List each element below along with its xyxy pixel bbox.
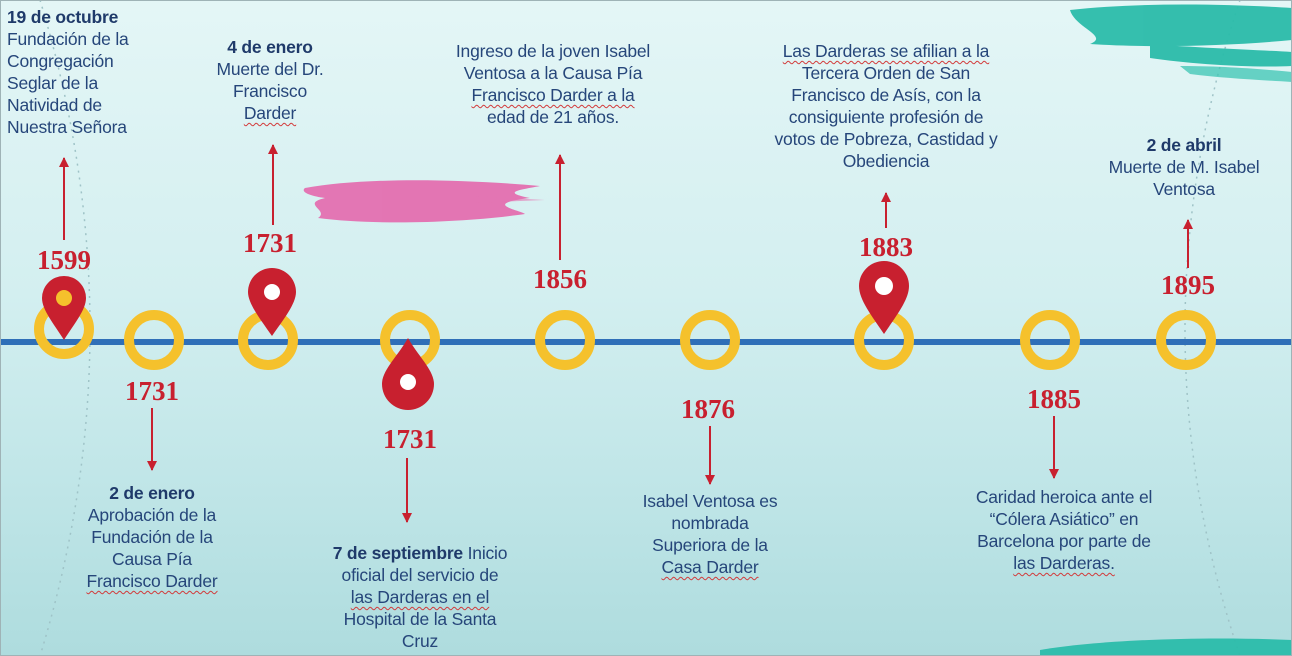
ring-icon	[124, 310, 184, 370]
event-line: nombrada	[671, 513, 749, 533]
pink-brush	[303, 180, 545, 223]
map-pin-icon	[859, 261, 909, 334]
event-description-1856: Ingreso de la joven Isabel Ventosa a la …	[456, 40, 650, 128]
teal-brush-top	[1070, 4, 1292, 82]
event-line-first: 7 de septiembre Inicio	[333, 542, 508, 564]
event-line: votos de Pobreza, Castidad y	[774, 129, 998, 149]
event-date: 19 de octubre	[7, 7, 119, 27]
event-line: Natividad de	[7, 95, 102, 115]
event-line: Fundación de la	[7, 29, 129, 49]
event-date: 2 de abril	[1146, 135, 1222, 155]
event-line: Causa Pía	[112, 549, 192, 569]
event-line: las Darderas.	[1013, 553, 1115, 573]
event-description-1883: Las Darderas se afilian a la Tercera Ord…	[774, 40, 997, 172]
event-line: Seglar de la	[7, 73, 98, 93]
year-label: 1895	[1161, 270, 1215, 300]
event-description-1731-sep7: 7 de septiembre Inicio oficial del servi…	[333, 542, 508, 652]
event-line: Ventosa	[1153, 179, 1215, 199]
event-line: Obediencia	[842, 151, 930, 171]
ring-icon	[1156, 310, 1216, 370]
map-pin-icon	[382, 338, 434, 410]
event-line: Fundación de la	[91, 527, 213, 547]
event-line: Francisco de Asís, con la	[791, 85, 981, 105]
year-label: 1731	[125, 376, 179, 406]
year-label: 1731	[383, 424, 437, 454]
event-date: 4 de enero	[227, 37, 313, 57]
event-description-1731-jan2: 2 de enero Aprobación de la Fundación de…	[86, 482, 217, 592]
event-line: Inicio	[462, 543, 508, 563]
year-label: 1885	[1027, 384, 1081, 414]
event-description-1599: 19 de octubre Fundación de la Congregaci…	[7, 6, 129, 138]
ring-icon	[535, 310, 595, 370]
event-description-1885: Caridad heroica ante el “Cólera Asiático…	[975, 486, 1153, 574]
event-line: Superiora de la	[652, 535, 768, 555]
event-line: Cruz	[401, 631, 439, 651]
event-line: Nuestra Señora	[7, 117, 127, 137]
event-line: Las Darderas se afilian a la	[782, 41, 990, 61]
event-description-1895: 2 de abril Muerte de M. Isabel Ventosa	[1109, 134, 1260, 200]
event-description-1876: Isabel Ventosa es nombrada Superiora de …	[643, 490, 778, 578]
event-date: 7 de septiembre	[332, 543, 463, 563]
ring-icon	[1020, 310, 1080, 370]
event-line: Isabel Ventosa es	[642, 491, 778, 511]
event-line: Aprobación de la	[87, 505, 217, 525]
event-line: Congregación	[7, 51, 114, 71]
event-line: Tercera Orden de San	[801, 63, 971, 83]
teal-brush-bottom	[1040, 638, 1292, 656]
event-date: 2 de enero	[109, 483, 195, 503]
event-line: Darder	[243, 103, 297, 123]
event-line: Barcelona por parte de	[977, 531, 1151, 551]
event-line: Muerte del Dr.	[216, 59, 324, 79]
year-label: 1876	[681, 394, 735, 424]
year-label: 1731	[243, 228, 297, 258]
event-line: Ingreso de la joven Isabel	[455, 41, 651, 61]
event-line: Caridad heroica ante el	[975, 487, 1153, 507]
map-pin-icon	[248, 268, 296, 336]
event-line: Muerte de M. Isabel	[1108, 157, 1260, 177]
event-line: “Cólera Asiático” en	[989, 509, 1139, 529]
event-line: las Darderas en el	[350, 587, 490, 607]
year-label: 1599	[37, 245, 91, 275]
event-line: Hospital de la Santa	[343, 609, 497, 629]
event-line: edad de 21 años.	[486, 107, 620, 127]
event-line: consiguiente profesión de	[788, 107, 984, 127]
ring-icon	[680, 310, 740, 370]
year-label: 1883	[859, 232, 913, 262]
event-line: oficial del servicio de	[341, 565, 499, 585]
event-description-1731-jan4: 4 de enero Muerte del Dr. Francisco Dard…	[216, 36, 323, 124]
event-line: Francisco	[232, 81, 308, 101]
event-line: Casa Darder	[661, 557, 759, 577]
event-line: Francisco Darder	[86, 571, 218, 591]
event-line: Francisco Darder a la	[471, 85, 635, 105]
event-line: Ventosa a la Causa Pía	[463, 63, 643, 83]
year-label: 1856	[533, 264, 587, 294]
map-pin-icon	[42, 276, 86, 340]
